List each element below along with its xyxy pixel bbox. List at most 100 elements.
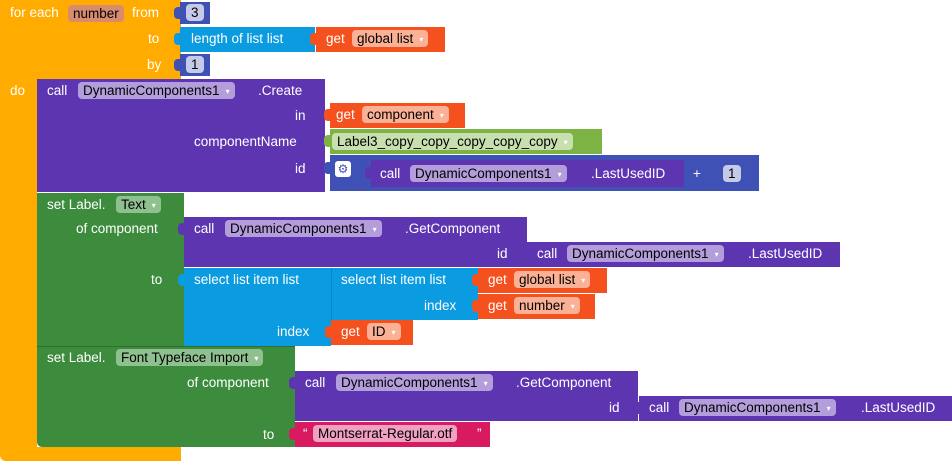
last-used-id-label: .LastUsedID (748, 246, 823, 261)
call-label: call (305, 375, 326, 390)
for-each-label: for each (10, 5, 59, 20)
id-label: id (497, 246, 508, 261)
call-label: call (47, 83, 68, 98)
get-component-method-label: .GetComponent (516, 375, 612, 390)
number-variable: number (519, 298, 565, 313)
global-list-value: global list (357, 31, 414, 46)
number-variable-dropdown[interactable]: number ▾ (514, 297, 580, 314)
last-used-id-label: .LastUsedID (591, 166, 666, 181)
id-connector (633, 402, 639, 414)
get-label: get (341, 324, 360, 339)
to-connector (178, 274, 184, 286)
property-name: Font Typeface Import (121, 350, 249, 365)
index-label: index (277, 324, 310, 339)
get-label: get (336, 107, 355, 122)
id-connector (521, 248, 527, 260)
call-label: call (649, 400, 670, 415)
index-label: index (424, 298, 457, 313)
global-list-dropdown[interactable]: global list ▾ (514, 271, 591, 288)
by-number-field[interactable]: 1 (186, 56, 204, 73)
chevron-down-icon: ▾ (483, 379, 488, 388)
to-label: to (263, 427, 275, 442)
set-label-prefix: set Label. (47, 350, 106, 365)
component-dropdown[interactable]: DynamicComponents1▾ (567, 245, 724, 262)
chevron-down-icon: ▾ (419, 35, 424, 44)
quote-open: “ (303, 426, 308, 441)
by-label: by (147, 57, 162, 72)
component-name: DynamicComponents1 (83, 83, 220, 98)
component-dropdown[interactable]: DynamicComponents1 ▾ (78, 82, 235, 99)
id-label: id (295, 161, 306, 176)
chevron-down-icon: ▾ (225, 87, 230, 96)
component-dropdown[interactable]: DynamicComponents1 ▾ (225, 220, 382, 237)
select-list-item-label: select list item list (341, 272, 447, 287)
chevron-down-icon: ▾ (151, 201, 156, 210)
in-connector (324, 109, 330, 121)
list-connector (472, 274, 478, 286)
get-label: get (488, 272, 507, 287)
to-connector (174, 33, 180, 45)
chevron-down-icon: ▾ (254, 354, 259, 363)
create-method-label: .Create (258, 83, 303, 98)
loop-variable-field[interactable]: number (68, 5, 124, 22)
plus-operator: + (693, 166, 701, 181)
by-connector (174, 59, 180, 71)
length-of-list-block[interactable] (180, 27, 315, 52)
chevron-down-icon: ▾ (581, 276, 586, 285)
call-label: call (194, 221, 215, 236)
global-list-value: global list (519, 272, 576, 287)
component-variable: component (367, 107, 434, 122)
chevron-down-icon: ▾ (826, 404, 831, 413)
component-variable-dropdown[interactable]: component▾ (362, 106, 449, 123)
chevron-down-icon: ▾ (372, 225, 377, 234)
component-name-label: componentName (194, 134, 297, 149)
chevron-down-icon: ▾ (570, 302, 575, 311)
from-connector (174, 7, 180, 19)
get-label: get (326, 31, 345, 46)
component-name: DynamicComponents1 (230, 221, 367, 236)
property-dropdown[interactable]: Text ▾ (116, 196, 161, 213)
to-connector (289, 428, 295, 440)
component-name: DynamicComponents1 (341, 375, 478, 390)
plus-number-field[interactable]: 1 (723, 165, 741, 182)
select-list-item-outer-block[interactable] (184, 268, 331, 346)
id-variable: ID (372, 324, 386, 339)
last-used-id-label: .LastUsedID (861, 400, 936, 415)
component-dropdown[interactable]: DynamicComponents1 ▾ (336, 374, 493, 391)
of-component-connector (178, 223, 184, 235)
chevron-down-icon: ▾ (391, 328, 396, 337)
chevron-down-icon: ▾ (563, 138, 568, 147)
font-file-text-field[interactable]: Montserrat-Regular.otf (313, 425, 458, 442)
length-of-list-label: length of list list (191, 31, 284, 46)
from-number-field[interactable]: 3 (186, 4, 204, 21)
select-list-item-inner-block[interactable] (331, 268, 478, 320)
property-dropdown[interactable]: Font Typeface Import ▾ (116, 349, 264, 366)
do-label: do (10, 83, 26, 98)
set-label-text-block[interactable] (37, 193, 184, 346)
list-connector (310, 33, 316, 45)
component-name: DynamicComponents1 (572, 246, 709, 261)
of-component-label: of component (76, 221, 158, 236)
of-component-label: of component (187, 375, 269, 390)
to-label: to (148, 31, 160, 46)
index-connector (472, 300, 478, 312)
component-name: DynamicComponents1 (415, 166, 552, 181)
gear-icon[interactable]: ⚙ (335, 161, 351, 177)
of-component-connector (289, 377, 295, 389)
from-label: from (132, 5, 159, 20)
component-dropdown[interactable]: DynamicComponents1 ▾ (410, 165, 567, 182)
call-label: call (537, 246, 558, 261)
component-name: DynamicComponents1 (684, 400, 821, 415)
property-name: Text (121, 197, 146, 212)
for-each-bottom (0, 447, 181, 461)
component-name-text: Label3_copy_copy_copy_copy_copy (337, 134, 558, 149)
chevron-down-icon: ▾ (557, 170, 562, 179)
component-dropdown[interactable]: DynamicComponents1 ▾ (679, 399, 836, 416)
call-label: call (380, 166, 401, 181)
id-variable-dropdown[interactable]: ID ▾ (367, 323, 401, 340)
global-list-dropdown[interactable]: global list ▾ (352, 30, 429, 47)
component-name-text-field[interactable]: Label3_copy_copy_copy_copy_copy ▾ (332, 133, 573, 150)
loop-variable-name: number (73, 6, 119, 21)
get-component-method-label: .GetComponent (405, 221, 501, 236)
quote-close: ” (477, 426, 482, 441)
